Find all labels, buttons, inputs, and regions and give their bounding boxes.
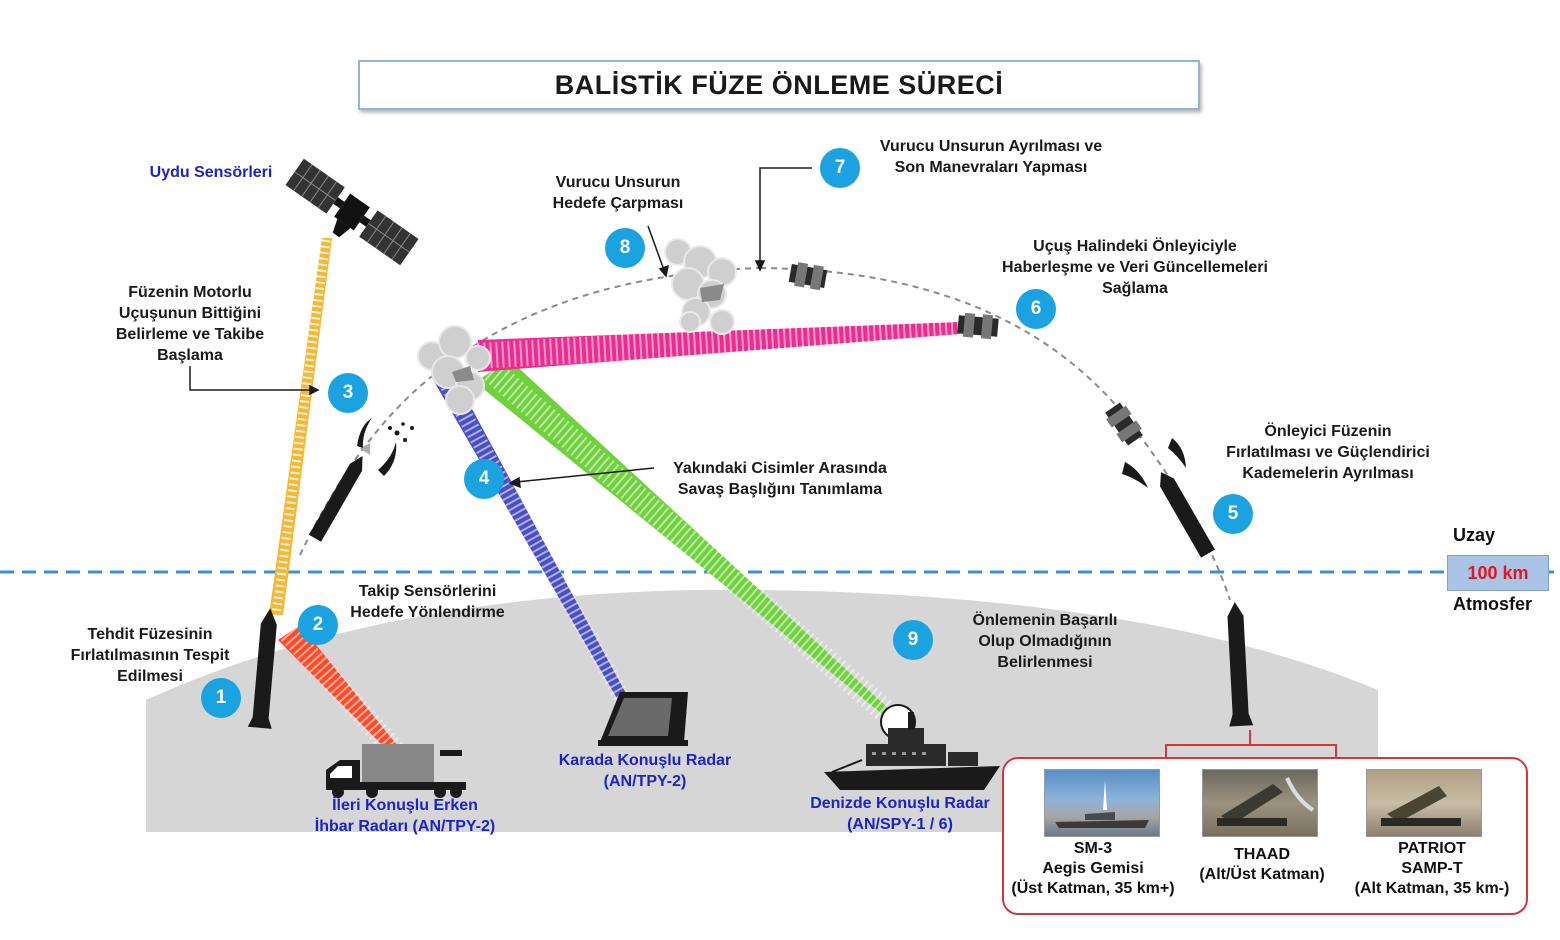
thaad-label: THAAD (Alt/Üst Katman)	[1182, 845, 1342, 885]
step-badge-5: 5	[1213, 494, 1253, 534]
step-label-7: Vurucu Unsurun Ayrılması ve Son Manevral…	[846, 136, 1136, 178]
step-badge-7: 7	[820, 148, 860, 188]
threat-missile-ground-icon	[247, 608, 277, 729]
step-6-line: Haberleşme ve Veri Güncellemeleri	[1002, 259, 1268, 276]
step-5-line: Kademelerin Ayrılması	[1242, 465, 1414, 482]
sea-radar-line: Denizde Konuşlu Radar	[810, 795, 990, 812]
patriot-line: SAMP-T	[1401, 860, 1463, 877]
satellite-sensors-label: Uydu Sensörleri	[149, 164, 273, 181]
interceptor-trajectory	[759, 267, 1231, 601]
step-label-8: Vurucu Unsurun Hedefe Çarpması	[520, 172, 716, 214]
step-9-line: Olup Olmadığının	[978, 633, 1112, 650]
kill-vehicle-top-icon	[788, 262, 828, 291]
sm3-line: (Üst Katman, 35 km+)	[1011, 880, 1175, 897]
step-1-line: Edilmesi	[117, 668, 183, 685]
step-label-9: Önlemenin Başarılı Olup Olmadığının Beli…	[945, 610, 1145, 673]
step-2-line: Hedefe Yönlendirme	[350, 604, 505, 621]
step-7-line: Vurucu Unsurun Ayrılması ve	[879, 138, 1103, 155]
weapons-connector	[1165, 730, 1337, 757]
land-radar-beam	[432, 371, 638, 717]
satellite-icon	[285, 158, 419, 266]
step-label-3: Füzenin Motorlu Uçuşunun Bittiğini Belir…	[90, 282, 290, 366]
atmosphere-label: Atmosfer	[1453, 594, 1533, 614]
step-2-line: Takip Sensörlerini	[358, 583, 497, 600]
boundary-box: 100 km	[1447, 555, 1549, 591]
forward-radar-truck-icon	[326, 744, 466, 798]
target-cloud-icon	[417, 325, 491, 415]
interceptor-missile-ground-icon	[1227, 602, 1254, 727]
step-badge-9: 9	[893, 620, 933, 660]
title-box: BALİSTİK FÜZE ÖNLEME SÜRECİ	[358, 60, 1200, 110]
thaad-launcher-photo	[1202, 769, 1318, 837]
kill-vehicle-descending-icon	[1105, 402, 1143, 446]
step-3-line: Uçuşunun Bittiğini	[118, 305, 262, 322]
ship-launch-photo	[1044, 769, 1160, 837]
forward-radar-line: İleri Konuşlu Erken	[332, 797, 478, 814]
pointer-arrows	[189, 167, 812, 489]
boundary-label: 100 km	[1467, 562, 1529, 583]
step-1-line: Tehdit Füzesinin	[87, 626, 213, 643]
space-label: Uzay	[1453, 525, 1496, 545]
land-radar-line: (AN/TPY-2)	[603, 773, 687, 790]
step-5-line: Fırlatılması ve Güçlendirici	[1226, 444, 1430, 461]
step-label-4: Yakındaki Cisimler Arasında Savaş Başlığ…	[640, 458, 920, 500]
sm3-line: SM-3	[1073, 840, 1113, 857]
step-badge-6: 6	[1016, 289, 1056, 329]
step-label-5: Önleyici Füzenin Fırlatılması ve Güçlend…	[1200, 421, 1456, 484]
communication-beam	[477, 315, 961, 372]
impact-cloud-icon	[664, 238, 737, 335]
patriot-label: PATRIOT SAMP-T (Alt Katman, 35 km-)	[1340, 839, 1524, 899]
step-1-line: Fırlatılmasının Tespit	[70, 647, 230, 664]
land-radar-line: Karada Konuşlu Radar	[558, 752, 732, 769]
step-3-line: Belirleme ve Takibe	[115, 326, 265, 343]
forward-radar-line: İhbar Radarı (AN/TPY-2)	[314, 818, 496, 835]
sm3-label: SM-3 Aegis Gemisi (Üst Katman, 35 km+)	[1004, 839, 1182, 899]
step-4-line: Yakındaki Cisimler Arasında	[673, 460, 887, 477]
sm3-line: Aegis Gemisi	[1042, 860, 1144, 877]
thaad-line: (Alt/Üst Katman)	[1199, 866, 1325, 883]
threat-missile-flying-icon	[308, 443, 371, 542]
forward-radar-label: İleri Konuşlu Erken İhbar Radarı (AN/TPY…	[290, 795, 520, 837]
kill-vehicle-mid-icon	[957, 312, 999, 340]
step-8-line: Vurucu Unsurun	[555, 174, 681, 191]
step-label-2: Takip Sensörlerini Hedefe Yönlendirme	[325, 581, 530, 623]
step-badge-4: 4	[464, 459, 504, 499]
sea-radar-line: (AN/SPY-1 / 6)	[847, 816, 953, 833]
step-6-line: Sağlama	[1102, 280, 1168, 297]
step-label-6: Uçuş Halindeki Önleyiciyle Haberleşme ve…	[970, 236, 1300, 299]
sea-radar-beam	[475, 360, 894, 722]
step-label-1: Tehdit Füzesinin Fırlatılmasının Tespit …	[50, 624, 250, 687]
thaad-line: THAAD	[1234, 846, 1290, 863]
page-title: BALİSTİK FÜZE ÖNLEME SÜRECİ	[554, 69, 1004, 100]
step-badge-3: 3	[328, 373, 368, 413]
land-radar-icon	[598, 692, 688, 746]
satellite-beam	[269, 238, 332, 616]
step-9-line: Önlemenin Başarılı	[972, 612, 1118, 629]
patriot-line: (Alt Katman, 35 km-)	[1354, 880, 1510, 897]
forward-radar-beam	[278, 625, 409, 764]
patriot-line: PATRIOT	[1398, 840, 1466, 857]
step-9-line: Belirlenmesi	[997, 654, 1093, 671]
step-badge-2: 2	[298, 605, 338, 645]
step-6-line: Uçuş Halindeki Önleyiciyle	[1033, 238, 1237, 255]
step-badge-1: 1	[201, 678, 241, 718]
interceptor-missile-flying-icon	[1160, 472, 1215, 558]
step-badge-8: 8	[605, 228, 645, 268]
step-3-line: Başlama	[157, 347, 223, 364]
step-4-line: Savaş Başlığını Tanımlama	[677, 481, 883, 498]
step-8-line: Hedefe Çarpması	[552, 195, 684, 212]
step-7-line: Son Manevraları Yapması	[894, 159, 1088, 176]
debris-icon	[357, 418, 414, 476]
aegis-ship-icon	[824, 704, 1000, 790]
booster-shells-icon	[1122, 438, 1186, 488]
patriot-launcher-photo	[1366, 769, 1482, 837]
step-3-line: Füzenin Motorlu	[128, 284, 252, 301]
sea-radar-label: Denizde Konuşlu Radar (AN/SPY-1 / 6)	[800, 793, 1000, 835]
step-5-line: Önleyici Füzenin	[1264, 423, 1392, 440]
land-radar-label: Karada Konuşlu Radar (AN/TPY-2)	[530, 750, 760, 792]
interceptor-systems-panel: SM-3 Aegis Gemisi (Üst Katman, 35 km+) T…	[1002, 757, 1528, 915]
